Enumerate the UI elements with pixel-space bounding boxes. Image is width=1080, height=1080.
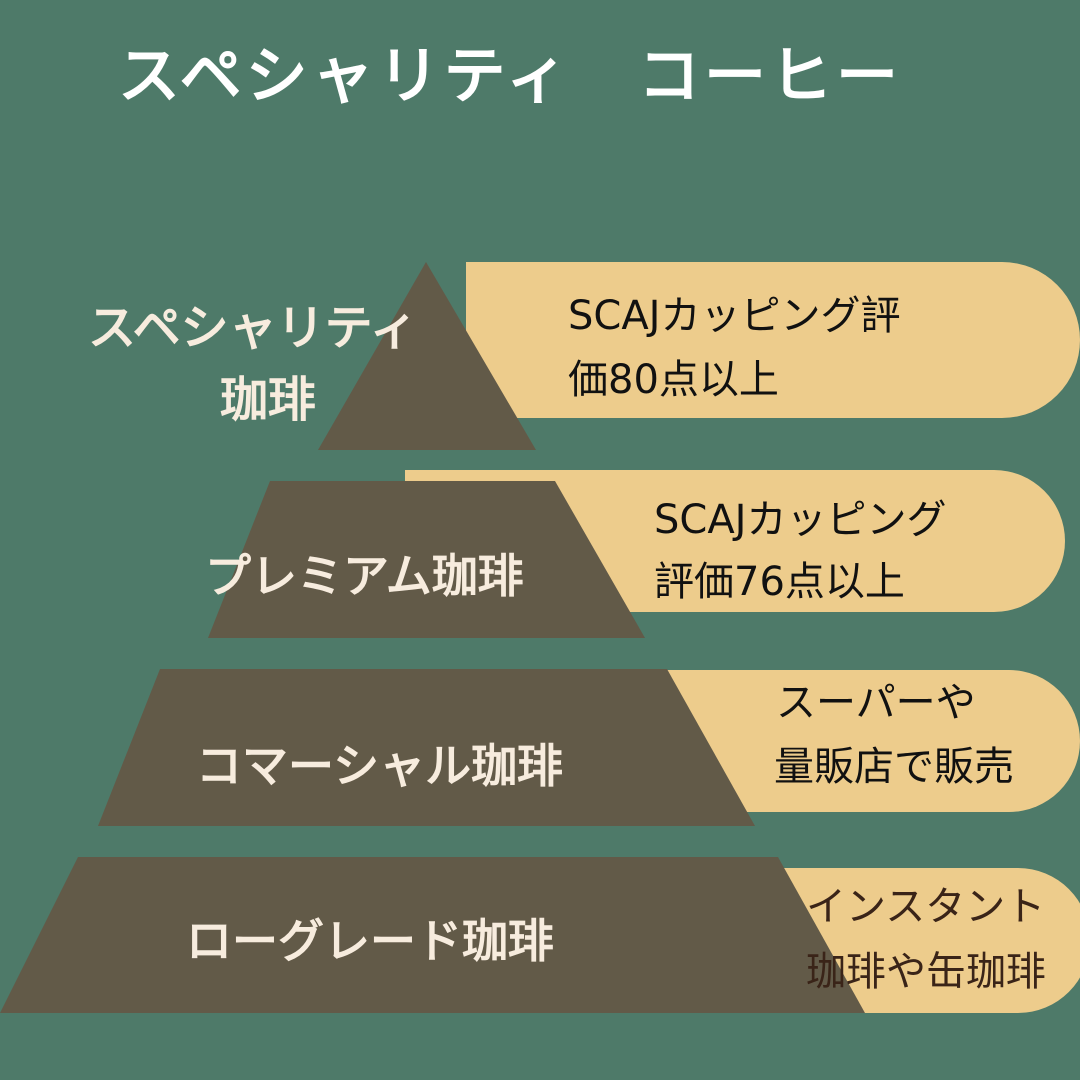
tier-2-description-line1: SCAJカッピング	[654, 497, 947, 543]
tier-4-description-line1: インスタント	[806, 884, 1046, 930]
tier-1-label-line1: スペシャリティ	[88, 300, 418, 356]
tier-1-triangle	[318, 262, 536, 450]
tier-1-label-line2: 珈琲	[220, 372, 317, 428]
tier-4-description-line2: 珈琲や缶珈琲	[806, 949, 1046, 995]
tier-3-description-line2: 量販店で販売	[774, 744, 1014, 790]
tier-4-label: ローグレード珈琲	[186, 914, 554, 968]
tier-1-description-line2: 価80点以上	[568, 357, 779, 403]
tier-2-trapezoid	[208, 481, 645, 638]
tier-4-trapezoid	[0, 857, 865, 1013]
tier-2-label: プレミアム珈琲	[205, 549, 524, 603]
tier-3-trapezoid	[98, 669, 755, 826]
tier-2-description-line2: 評価76点以上	[654, 559, 905, 605]
tier-1-description-pill	[466, 262, 1080, 418]
tier-3-label: コマーシャル珈琲	[196, 739, 564, 793]
tier-3-description-line1: スーパーや	[776, 680, 976, 726]
page-title: スペシャリティ コーヒー	[118, 39, 902, 112]
tier-1-description-line1: SCAJカッピング評	[568, 293, 901, 339]
